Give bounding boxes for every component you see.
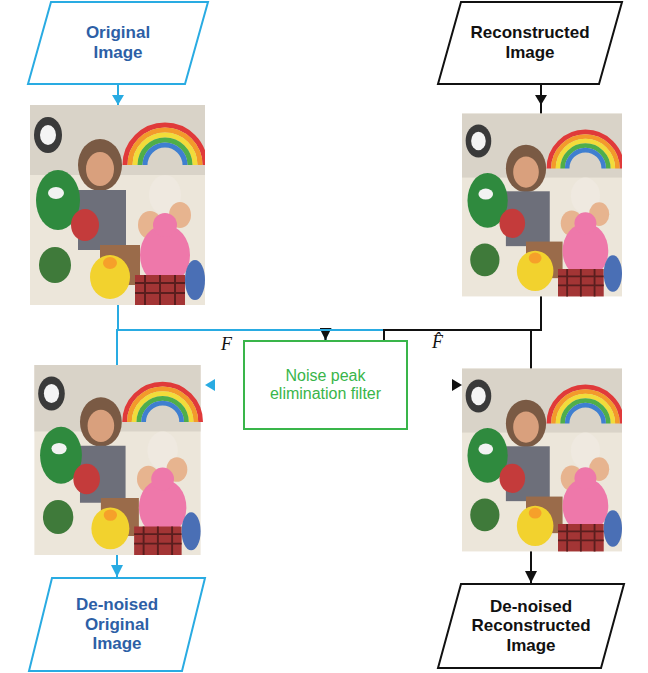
edge-label: F [219,335,234,355]
node-text: Noise peak elimination filter [256,367,396,404]
node-text: Reconstructed Image [468,23,593,62]
rect-outline [244,341,407,429]
arrow-head [205,379,215,391]
arrow-head [112,95,124,105]
edge-label: F̂ [430,333,445,353]
text-wrap: Noise peak elimination filter [243,340,408,430]
parallelogram-outline [438,584,624,668]
process-box: Noise peak elimination filter [243,340,408,430]
io-parallelogram: De-noised Reconstructed Image [437,583,625,669]
text-wrap: Reconstructed Image [437,1,623,85]
photo-denoised-reconstructed [462,369,622,552]
io-parallelogram: Original Image [27,1,209,85]
arrow-head [452,379,462,391]
photo-denoised-original [34,365,200,555]
node-text: De-noised Original Image [70,595,165,654]
text-wrap: Original Image [27,1,209,85]
text-wrap: De-noised Original Image [28,577,206,672]
parallelogram-outline [29,578,205,671]
parallelogram-outline [438,2,622,84]
node-text: De-noised Reconstructed Image [469,597,594,656]
io-parallelogram: De-noised Original Image [28,577,206,672]
parallelogram-outline [28,2,208,84]
arrow-head [535,95,547,105]
arrow-connector [326,85,542,340]
io-parallelogram: Reconstructed Image [437,1,623,85]
node-text: Original Image [63,23,173,62]
text-wrap: De-noised Reconstructed Image [437,583,625,669]
arrow-connector [118,85,326,340]
photo-original [30,105,205,305]
photo-reconstructed [462,114,622,297]
